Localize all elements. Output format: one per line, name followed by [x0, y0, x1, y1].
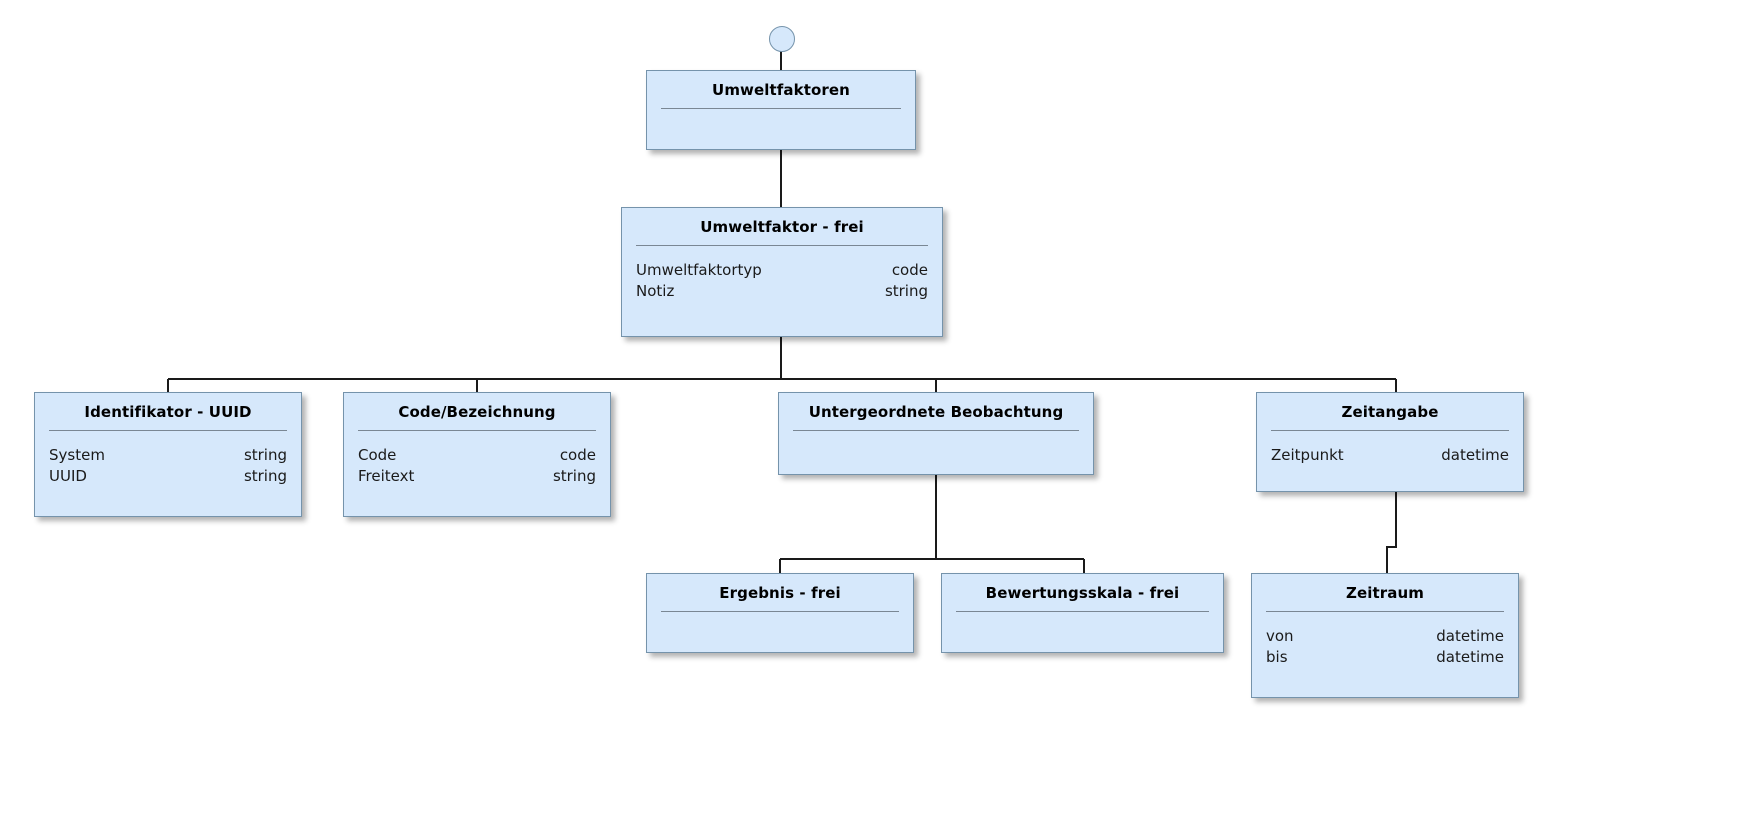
class-separator	[49, 429, 287, 431]
attribute-row: Umweltfaktortyp code	[636, 260, 928, 281]
attribute-row: Notiz string	[636, 281, 928, 302]
attribute-name: Freitext	[358, 466, 415, 485]
attribute-row: von datetime	[1266, 626, 1504, 647]
attribute-name: System	[49, 445, 105, 464]
class-attributes: von datetime bis datetime	[1252, 612, 1518, 678]
class-node-umweltfaktoren[interactable]: Umweltfaktoren	[646, 70, 916, 150]
class-attributes: System string UUID string	[35, 431, 301, 497]
class-title: Zeitraum	[1346, 584, 1424, 602]
attribute-name: Notiz	[636, 281, 675, 300]
class-node-untergeordnete-beobachtung[interactable]: Untergeordnete Beobachtung	[778, 392, 1094, 475]
class-separator	[1271, 429, 1509, 431]
attribute-type: string	[552, 466, 596, 485]
class-attributes: Code code Freitext string	[344, 431, 610, 497]
attribute-name: Zeitpunkt	[1271, 445, 1344, 464]
attribute-name: bis	[1266, 647, 1288, 666]
class-separator	[956, 610, 1209, 612]
class-separator	[1266, 610, 1504, 612]
class-title: Umweltfaktoren	[712, 81, 850, 99]
start-node-circle	[769, 26, 795, 52]
attribute-type: datetime	[1436, 647, 1504, 666]
attribute-name: Code	[358, 445, 397, 464]
class-title: Bewertungsskala - frei	[985, 584, 1180, 602]
class-node-zeitangabe[interactable]: Zeitangabe Zeitpunkt datetime	[1256, 392, 1524, 492]
class-separator	[358, 429, 596, 431]
attribute-type: datetime	[1441, 445, 1509, 464]
attribute-name: von	[1266, 626, 1294, 645]
attribute-type: string	[243, 445, 287, 464]
attribute-row: Zeitpunkt datetime	[1271, 445, 1509, 466]
edge-zeitangabe-to-zeitraum	[1386, 492, 1397, 573]
class-separator	[661, 610, 899, 612]
attribute-name: UUID	[49, 466, 87, 485]
class-title: Zeitangabe	[1341, 403, 1439, 421]
class-node-code-bezeichnung[interactable]: Code/Bezeichnung Code code Freitext stri…	[343, 392, 611, 517]
class-node-ergebnis-frei[interactable]: Ergebnis - frei	[646, 573, 914, 653]
attribute-type: datetime	[1436, 626, 1504, 645]
class-node-bewertungsskala-frei[interactable]: Bewertungsskala - frei	[941, 573, 1224, 653]
attribute-type: code	[559, 445, 596, 464]
attribute-type: code	[891, 260, 928, 279]
class-attributes: Zeitpunkt datetime	[1257, 431, 1523, 476]
class-separator	[636, 244, 928, 246]
attribute-row: Code code	[358, 445, 596, 466]
class-node-umweltfaktor-frei[interactable]: Umweltfaktor - frei Umweltfaktortyp code…	[621, 207, 943, 337]
attribute-type: string	[243, 466, 287, 485]
class-node-zeitraum[interactable]: Zeitraum von datetime bis datetime	[1251, 573, 1519, 698]
class-title: Code/Bezeichnung	[398, 403, 556, 421]
class-title: Untergeordnete Beobachtung	[808, 403, 1064, 421]
attribute-row: Freitext string	[358, 466, 596, 487]
attribute-type: string	[884, 281, 928, 300]
attribute-row: UUID string	[49, 466, 287, 487]
class-separator	[793, 429, 1079, 431]
attribute-row: bis datetime	[1266, 647, 1504, 668]
class-node-identifikator-uuid[interactable]: Identifikator - UUID System string UUID …	[34, 392, 302, 517]
class-separator	[661, 107, 901, 109]
attribute-name: Umweltfaktortyp	[636, 260, 762, 279]
class-title: Ergebnis - frei	[719, 584, 841, 602]
attribute-row: System string	[49, 445, 287, 466]
class-title: Identifikator - UUID	[84, 403, 252, 421]
class-attributes: Umweltfaktortyp code Notiz string	[622, 246, 942, 312]
class-title: Umweltfaktor - frei	[700, 218, 864, 236]
